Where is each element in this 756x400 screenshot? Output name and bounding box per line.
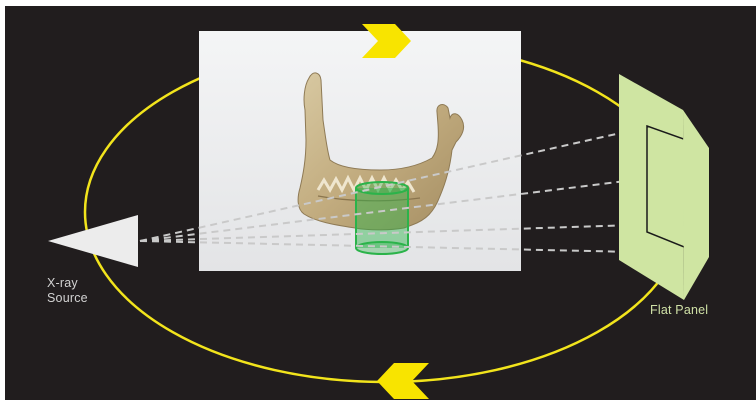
xray-source-label-line1: X-ray (47, 276, 88, 291)
roi-cylinder (356, 182, 408, 254)
xray-source-label-line2: Source (47, 291, 88, 306)
xray-source-label: X-ray Source (47, 276, 88, 306)
flat-panel-label: Flat Panel (650, 303, 708, 318)
